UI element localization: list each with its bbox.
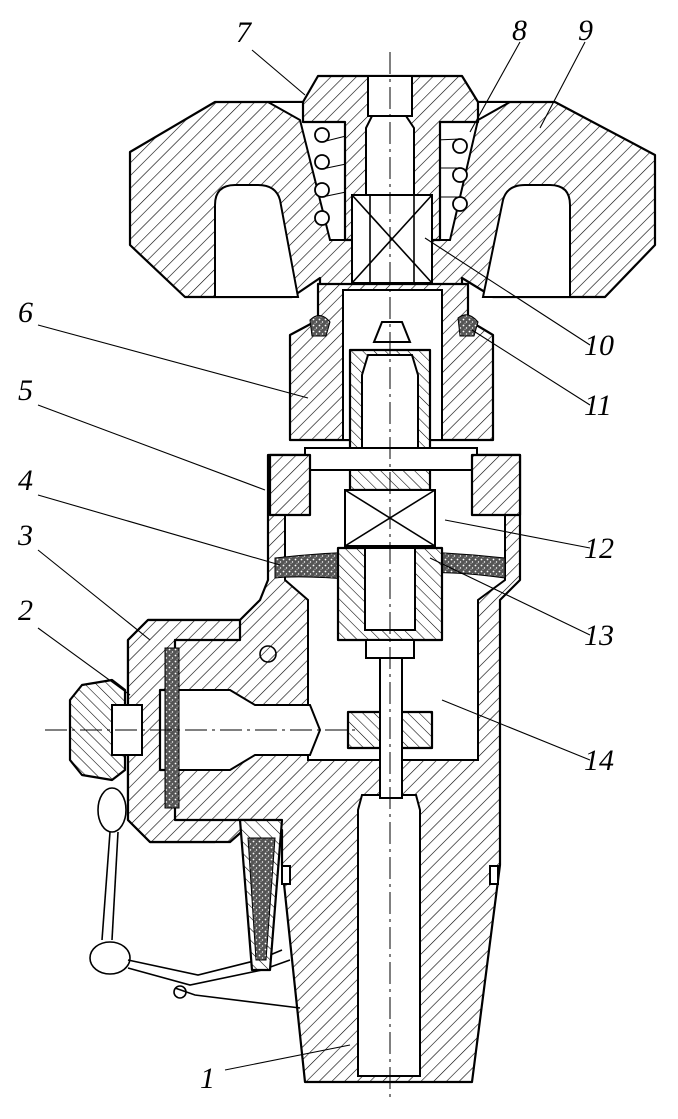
callout-5: 5: [18, 374, 33, 407]
outlet-nut: [126, 618, 257, 844]
square-drive: [351, 194, 433, 284]
washers: [268, 447, 522, 517]
callout-6: 6: [18, 296, 33, 329]
leader-lines: [37, 41, 591, 1071]
spring: [314, 127, 468, 226]
callout-4: 4: [18, 464, 33, 497]
body-recess-right: [489, 865, 499, 885]
retaining-chain: [89, 645, 301, 1009]
callout-12: 12: [584, 532, 614, 565]
callout-9: 9: [578, 14, 593, 47]
callout-7: 7: [236, 16, 253, 49]
callout-2: 2: [18, 594, 33, 627]
valve-body: [126, 453, 522, 1084]
callout-8: 8: [512, 14, 527, 47]
callout-1: 1: [200, 1062, 215, 1095]
callout-3: 3: [17, 519, 33, 552]
callout-11: 11: [584, 389, 612, 422]
callout-10: 10: [584, 329, 614, 362]
callout-14: 14: [584, 744, 614, 777]
body-recess-left: [281, 865, 291, 885]
safety-plug: [238, 818, 284, 972]
callout-13: 13: [584, 619, 614, 652]
